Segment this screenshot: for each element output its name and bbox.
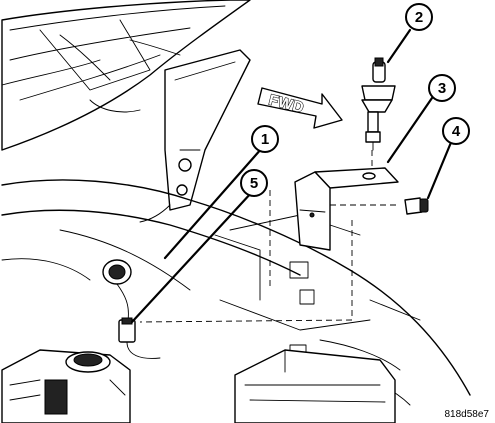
washer-reservoir: [1, 349, 131, 423]
power-distribution-box: [234, 349, 396, 423]
svg-text:4: 4: [452, 123, 461, 140]
grommet-hole: [102, 259, 132, 321]
callout-3: 3: [428, 74, 456, 102]
svg-text:3: 3: [438, 80, 446, 97]
callout-5: 5: [240, 169, 268, 197]
svg-text:5: 5: [250, 175, 258, 192]
svg-text:1: 1: [261, 131, 269, 148]
electrical-connector: [118, 317, 161, 359]
callout-4: 4: [442, 117, 470, 145]
callout-2: 2: [405, 3, 433, 31]
hood-ajar-switch: [361, 57, 396, 151]
callout-leaders: [130, 28, 454, 324]
assembly-guide-lines: [139, 150, 400, 323]
mounting-bracket: [294, 167, 399, 251]
figure-code: 818d58e7: [445, 409, 490, 420]
callout-1: 1: [251, 125, 279, 153]
fwd-label: FWD: [267, 92, 306, 117]
forward-direction-arrow: FWD: [257, 87, 343, 129]
svg-text:2: 2: [415, 9, 423, 26]
hood-hinge: [139, 49, 251, 223]
mounting-bolt: [404, 197, 429, 215]
hood-panel: [1, 0, 251, 151]
